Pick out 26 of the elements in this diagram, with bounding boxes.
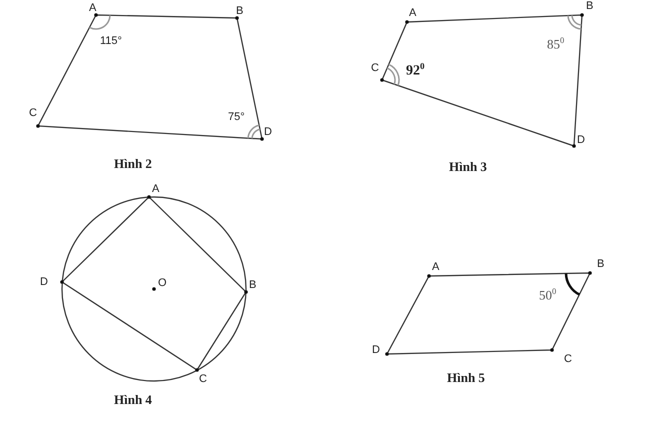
figure-caption: Hình 2 [114, 157, 152, 170]
angle-label: 75° [228, 112, 245, 123]
vertex-label: C [564, 354, 572, 365]
vertex-label: B [249, 280, 256, 291]
vertex-label: C [371, 63, 379, 74]
vertex-label: C [29, 108, 37, 119]
vertex-label: D [372, 345, 380, 356]
angle-label: 115° [100, 36, 122, 47]
vertex-label: A [409, 8, 416, 19]
angle-label: 50$^{0}$ [539, 287, 556, 302]
vertex-label: B [597, 259, 604, 270]
figure-caption: Hình 5 [447, 371, 485, 384]
figure-caption: Hình 4 [114, 393, 152, 406]
angle-label: 85$^{0}$ [547, 36, 564, 50]
vertex-label: D [40, 277, 48, 288]
vertex-label: D [577, 135, 585, 146]
angle-label: 92$^{0}$ [406, 62, 425, 79]
vertex-label: A [89, 3, 96, 14]
vertex-label: B [586, 1, 594, 12]
vertex-label: A [152, 184, 160, 195]
vertex-label: B [236, 6, 244, 17]
figure-caption: Hình 3 [449, 160, 487, 173]
vertex-label: D [264, 127, 272, 138]
vertex-label: A [432, 262, 440, 273]
center-label: O [158, 278, 167, 289]
vertex-label: C [199, 374, 207, 385]
